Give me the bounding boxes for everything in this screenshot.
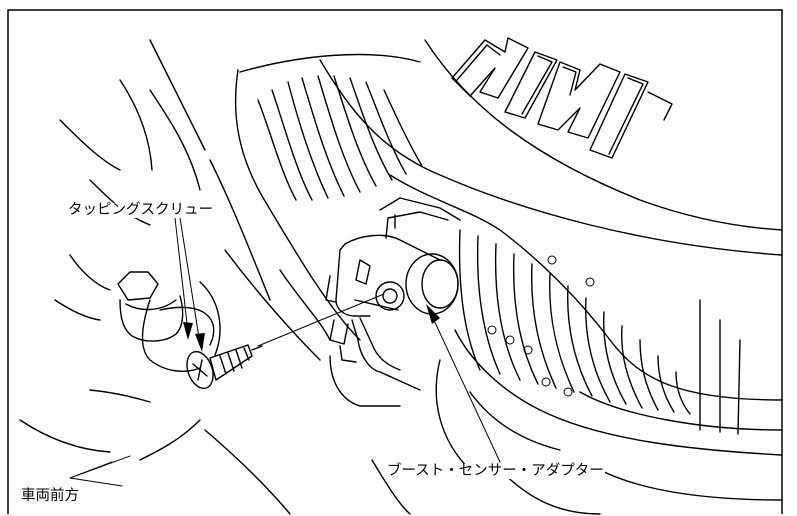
screw-leader-2 bbox=[179, 217, 201, 345]
mini-logo-emboss bbox=[451, 37, 673, 159]
vehicle-front-label: 車両前方 bbox=[20, 488, 80, 504]
ribbed-grille bbox=[257, 75, 741, 451]
engine-cover-outline bbox=[234, 39, 783, 515]
sensor-leader bbox=[431, 315, 501, 463]
tapping-screw-label: タッピングスクリュー bbox=[67, 202, 214, 218]
screw-leader-1 bbox=[174, 217, 189, 333]
boost-sensor-adapter-label: ブースト・センサー・アダプター bbox=[386, 463, 605, 479]
left-side-structures bbox=[19, 39, 321, 515]
leader-lines bbox=[69, 217, 501, 487]
sensor-arrowhead bbox=[426, 304, 440, 324]
tapping-screw bbox=[186, 344, 263, 390]
screw-arrowhead-1 bbox=[183, 322, 193, 340]
screw-axis-line bbox=[257, 293, 385, 347]
front-arrow bbox=[69, 455, 131, 487]
hex-bolt bbox=[117, 271, 184, 342]
screw-arrowhead-2 bbox=[195, 333, 205, 352]
figure-frame bbox=[7, 9, 783, 514]
grille-rivets bbox=[487, 255, 595, 397]
boost-sensor-adapter bbox=[325, 197, 461, 407]
arrowheads bbox=[183, 304, 440, 352]
